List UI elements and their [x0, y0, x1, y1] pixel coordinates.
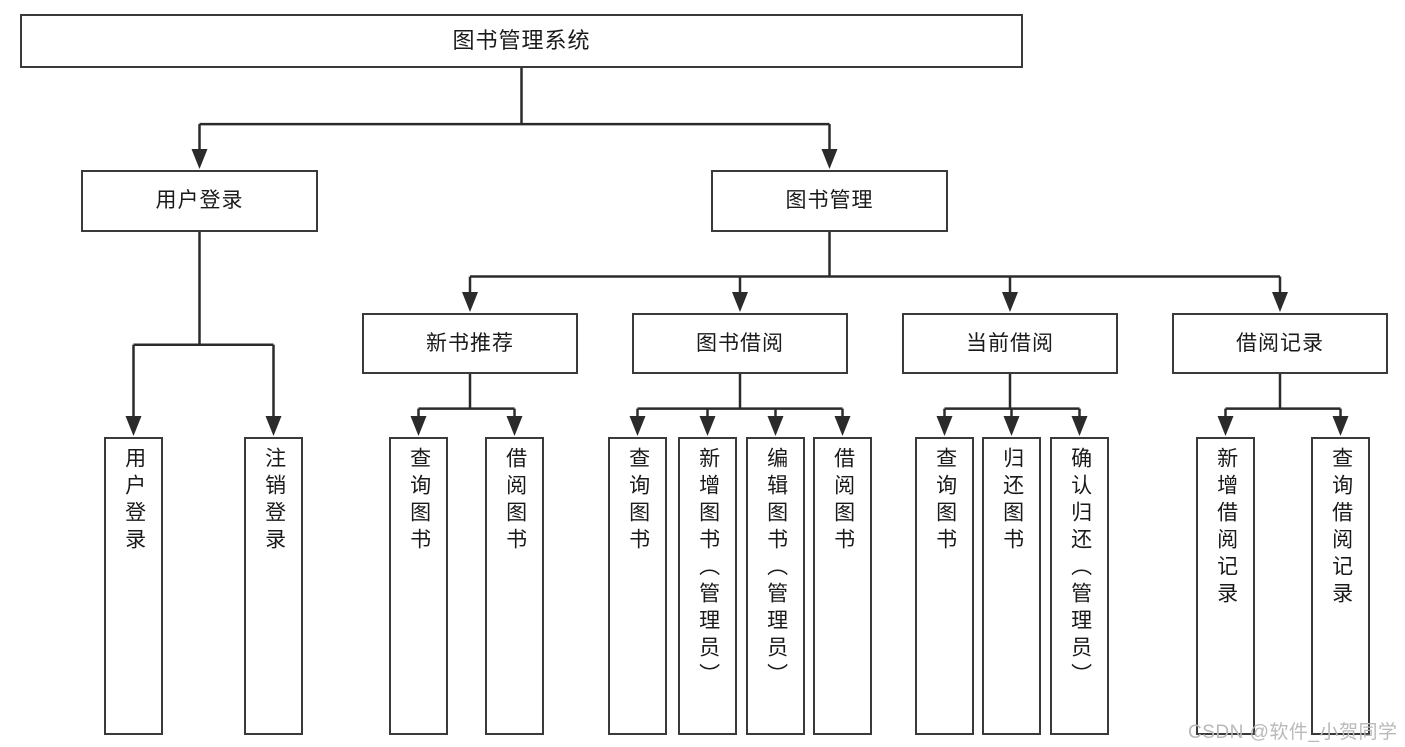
node-label: 查询图书 — [407, 447, 431, 555]
node-leaf-current-query[interactable]: 查询图书 — [915, 437, 974, 735]
node-label: 查询图书 — [933, 447, 957, 555]
node-leaf-user-logout[interactable]: 注销登录 — [244, 437, 303, 735]
csdn-watermark: CSDN @软件_小贺同学 — [1188, 722, 1398, 743]
node-leaf-newbook-query[interactable]: 查询图书 — [389, 437, 448, 735]
node-book-management[interactable]: 图书管理 — [711, 170, 948, 232]
node-label: 图书管理系统 — [452, 27, 591, 53]
node-leaf-borrow-add-admin[interactable]: 新增图书（管理员） — [678, 437, 737, 735]
node-user-login[interactable]: 用户登录 — [81, 170, 318, 232]
node-label: 借阅图书 — [831, 447, 855, 555]
node-current-borrow[interactable]: 当前借阅 — [902, 313, 1118, 374]
node-label: 新书推荐 — [426, 331, 514, 355]
node-label: 查询图书 — [626, 447, 650, 555]
node-leaf-current-confirm-admin[interactable]: 确认归还（管理员） — [1050, 437, 1109, 735]
node-label: 用户登录 — [122, 447, 146, 555]
node-leaf-record-query[interactable]: 查询借阅记录 — [1311, 437, 1370, 735]
node-leaf-current-return[interactable]: 归还图书 — [982, 437, 1041, 735]
node-label: 注销登录 — [262, 447, 286, 555]
node-leaf-borrow-edit-admin[interactable]: 编辑图书（管理员） — [746, 437, 805, 735]
node-label: 图书管理 — [785, 189, 874, 213]
node-label: 编辑图书（管理员） — [764, 447, 788, 690]
node-label: 借阅图书 — [503, 447, 527, 555]
node-borrow-records[interactable]: 借阅记录 — [1172, 313, 1388, 374]
node-label: 借阅记录 — [1236, 331, 1324, 355]
node-leaf-record-add[interactable]: 新增借阅记录 — [1196, 437, 1255, 735]
node-label: 图书借阅 — [696, 331, 784, 355]
node-leaf-borrow-query[interactable]: 查询图书 — [608, 437, 667, 735]
node-leaf-newbook-borrow[interactable]: 借阅图书 — [485, 437, 544, 735]
node-leaf-user-login[interactable]: 用户登录 — [104, 437, 163, 735]
node-label: 用户登录 — [155, 189, 244, 213]
node-label: 新增图书（管理员） — [696, 447, 720, 690]
node-leaf-borrow-book[interactable]: 借阅图书 — [813, 437, 872, 735]
node-root-system[interactable]: 图书管理系统 — [20, 14, 1023, 68]
node-label: 新增借阅记录 — [1214, 447, 1238, 609]
node-book-borrow[interactable]: 图书借阅 — [632, 313, 848, 374]
node-label: 确认归还（管理员） — [1068, 447, 1092, 690]
node-new-book-recommend[interactable]: 新书推荐 — [362, 313, 578, 374]
node-label: 查询借阅记录 — [1329, 447, 1353, 609]
node-label: 归还图书 — [1000, 447, 1024, 555]
node-label: 当前借阅 — [966, 331, 1054, 355]
